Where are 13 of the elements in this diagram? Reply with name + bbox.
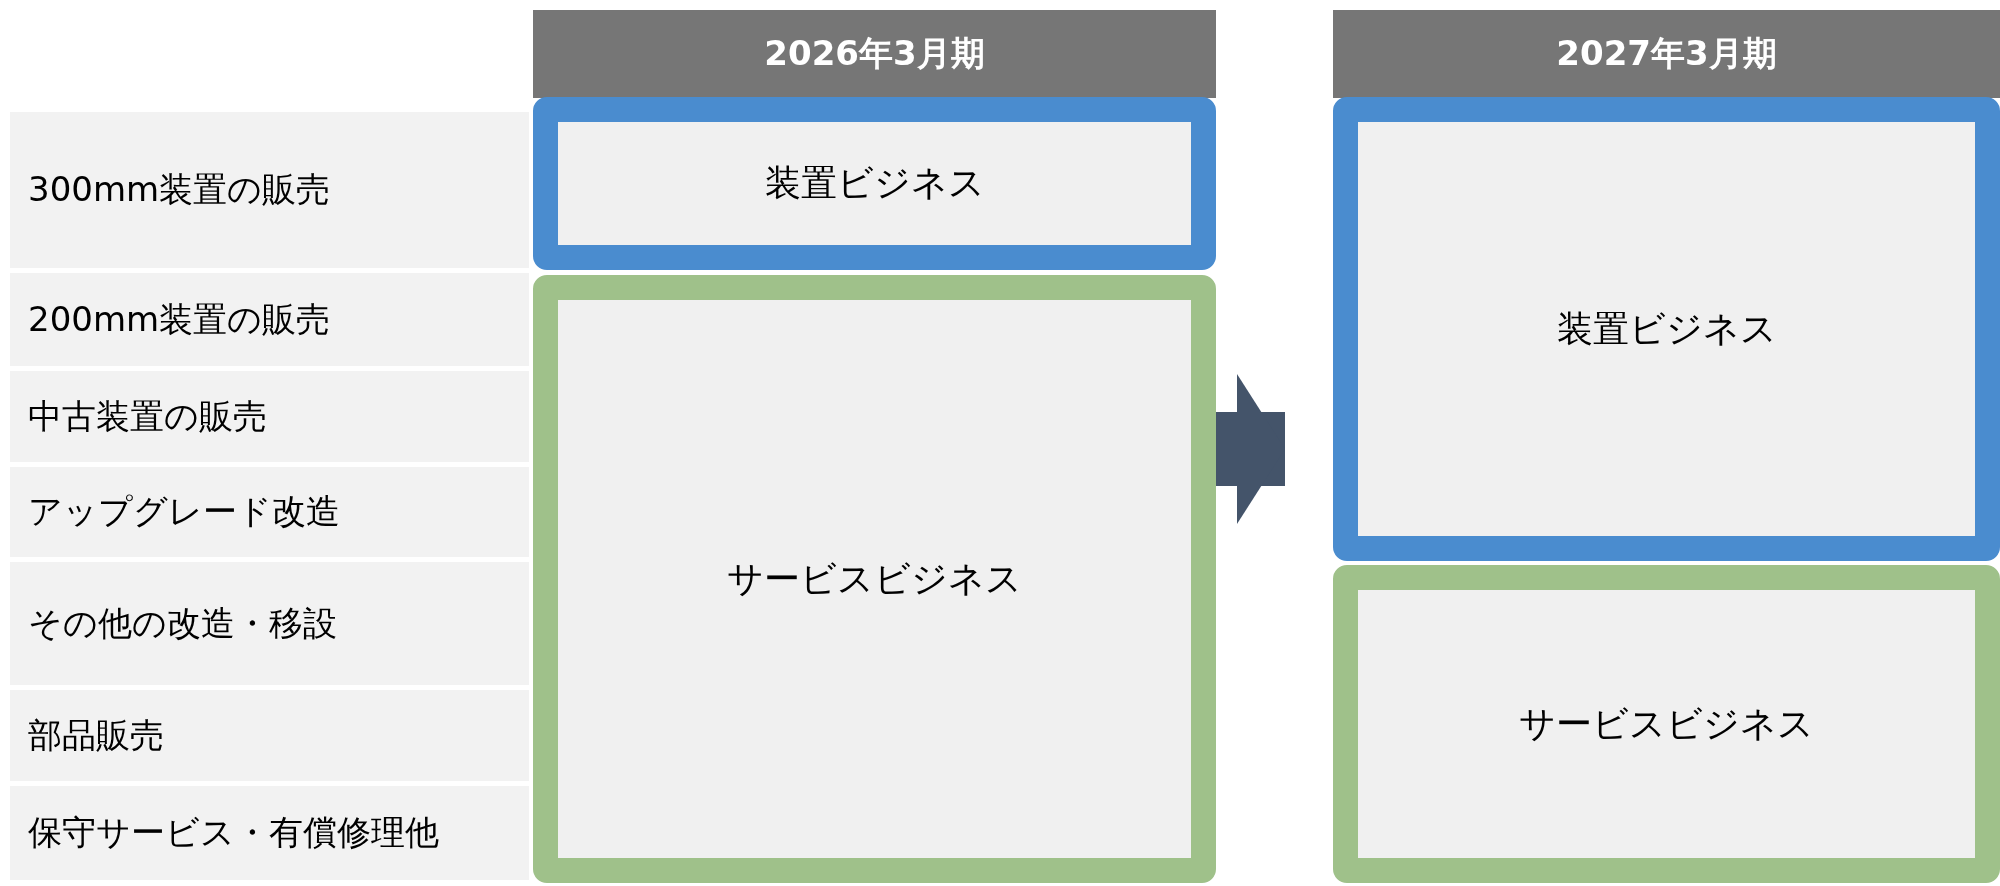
column-header: 2026年3月期 [533,10,1216,98]
row-label-cell: 部品販売 [10,690,529,781]
business-box: サービスビジネス [533,275,1216,883]
row-label-cell: その他の改造・移設 [10,562,529,685]
column-header: 2027年3月期 [1333,10,2000,98]
business-box: 装置ビジネス [533,97,1216,270]
row-label-cell: 200mm装置の販売 [10,273,529,366]
business-box: 装置ビジネス [1333,97,2000,561]
row-label-cell: アップグレード改造 [10,467,529,557]
row-label-cell: 保守サービス・有償修理他 [10,786,529,880]
row-label-cell: 300mm装置の販売 [10,112,529,268]
row-label-cell: 中古装置の販売 [10,371,529,462]
business-box: サービスビジネス [1333,565,2000,883]
